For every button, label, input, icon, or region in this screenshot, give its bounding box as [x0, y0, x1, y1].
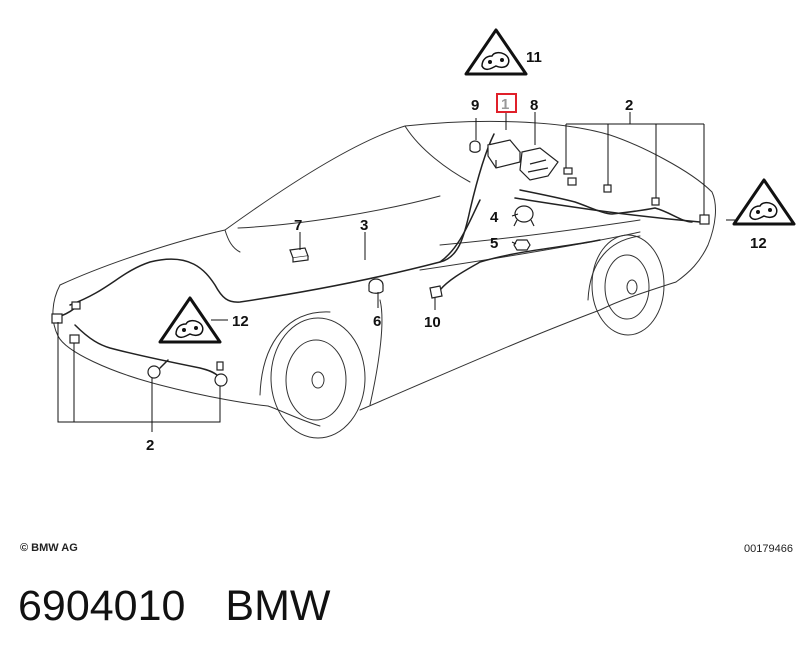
callout-8: 8 — [530, 97, 538, 114]
sensor-rear-c — [603, 184, 612, 193]
wrench-icon — [175, 319, 204, 339]
callout-3: 3 — [360, 217, 368, 234]
connector-front — [216, 361, 224, 371]
sensor-front-b — [69, 334, 80, 344]
sensor-rear-a — [563, 167, 573, 175]
front-wheel — [259, 311, 366, 439]
sensor-front-e — [214, 373, 228, 387]
warning-triangle-12-right — [732, 178, 796, 226]
sensor-front-c — [71, 301, 81, 310]
sensor-rear-e — [699, 214, 710, 225]
callout-1-highlight — [496, 93, 517, 113]
leader-lines — [57, 112, 740, 432]
wiring-harness — [54, 133, 701, 377]
warning-triangle-11 — [464, 28, 528, 76]
sensor-front-d — [147, 365, 161, 379]
callout-2-bottom: 2 — [146, 437, 154, 454]
sensor-rear-b — [567, 177, 577, 186]
callout-12-left: 12 — [232, 313, 249, 330]
horn-4 — [513, 205, 535, 227]
callout-11: 11 — [526, 49, 542, 66]
callout-12-right: 12 — [750, 235, 767, 252]
sensor-6 — [368, 278, 384, 294]
callout-4: 4 — [490, 209, 499, 226]
callout-7: 7 — [294, 217, 302, 234]
callout-6: 6 — [373, 313, 381, 330]
relay-7 — [289, 247, 309, 263]
diagram-id: 00179466 — [744, 543, 793, 555]
callout-5: 5 — [490, 235, 498, 252]
bracket — [519, 147, 559, 181]
warning-triangle-12-left — [158, 296, 222, 344]
part-number-line: 6904010 BMW — [18, 582, 331, 631]
brand-name: BMW — [225, 582, 331, 630]
callout-2-top: 2 — [625, 97, 633, 114]
wrench-icon — [481, 51, 510, 71]
part-number: 6904010 — [18, 582, 186, 630]
wrench-icon — [749, 201, 778, 221]
bolt-9 — [469, 140, 481, 153]
control-unit — [487, 139, 522, 169]
nut-5 — [513, 239, 531, 251]
callout-9: 9 — [471, 97, 479, 114]
connector-10 — [429, 285, 443, 299]
copyright-notice: © BMW AG — [20, 542, 78, 554]
rear-wheel — [587, 234, 665, 336]
callout-10: 10 — [424, 314, 441, 331]
sensor-rear-d — [651, 197, 660, 206]
callout-1: 1 — [501, 96, 509, 113]
sensor-front-a — [51, 313, 63, 324]
